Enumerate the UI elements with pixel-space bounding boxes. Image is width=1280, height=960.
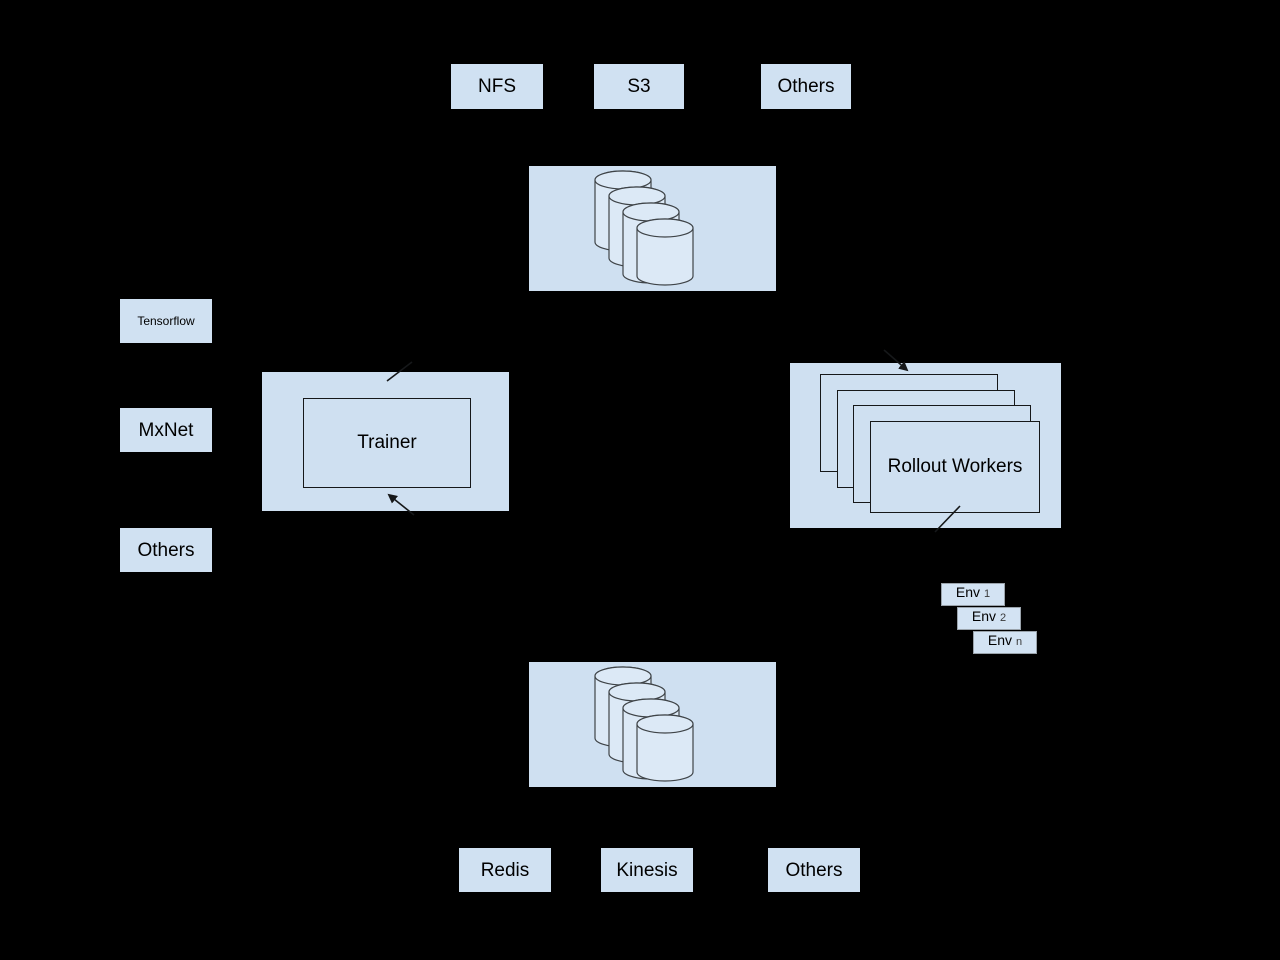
trainer-label: Trainer [357, 432, 417, 453]
storage-backend-nfs[interactable]: NFS [451, 64, 543, 109]
env-chip-2[interactable]: Env 2 [957, 607, 1021, 630]
framework-others-label: Others [137, 539, 195, 561]
streaming-backend-others[interactable]: Others [768, 848, 860, 892]
model-store-cylinder-stack-icon [594, 170, 694, 286]
model-store-panel [529, 166, 776, 291]
streaming-backend-redis[interactable]: Redis [459, 848, 551, 892]
storage-backend-others[interactable]: Others [761, 64, 851, 109]
trainer-box[interactable]: Trainer [303, 398, 471, 488]
experience-store-panel [529, 662, 776, 787]
env-chip-2-prefix: Env [971, 608, 996, 624]
storage-backend-s3[interactable]: S3 [594, 64, 684, 109]
env-chip-1[interactable]: Env 1 [941, 583, 1005, 606]
framework-others[interactable]: Others [120, 528, 212, 572]
env-chip-1-prefix: Env [955, 584, 980, 600]
streaming-backend-redis-label: Redis [480, 859, 530, 881]
env-chip-n-index: n [1016, 636, 1023, 648]
streaming-backend-others-label: Others [785, 859, 843, 881]
framework-mxnet[interactable]: MxNet [120, 408, 212, 452]
framework-mxnet-label: MxNet [138, 419, 194, 441]
storage-backend-nfs-label: NFS [478, 76, 516, 97]
rollout-workers-label: Rollout Workers [887, 456, 1023, 477]
experience-store-cylinder-stack-icon [594, 666, 694, 782]
env-chip-2-index: 2 [1000, 612, 1007, 624]
framework-tensorflow[interactable]: Tensorflow [120, 299, 212, 343]
env-chip-1-index: 1 [984, 588, 991, 600]
rollout-workers-box[interactable]: Rollout Workers [870, 421, 1040, 513]
storage-backend-s3-label: S3 [627, 76, 651, 97]
streaming-backend-kinesis[interactable]: Kinesis [601, 848, 693, 892]
streaming-backend-kinesis-label: Kinesis [616, 859, 678, 881]
env-chip-n-prefix: Env [987, 632, 1012, 648]
env-chip-n[interactable]: Env n [973, 631, 1037, 654]
framework-tensorflow-label: Tensorflow [137, 314, 195, 328]
storage-backend-others-label: Others [777, 76, 835, 97]
